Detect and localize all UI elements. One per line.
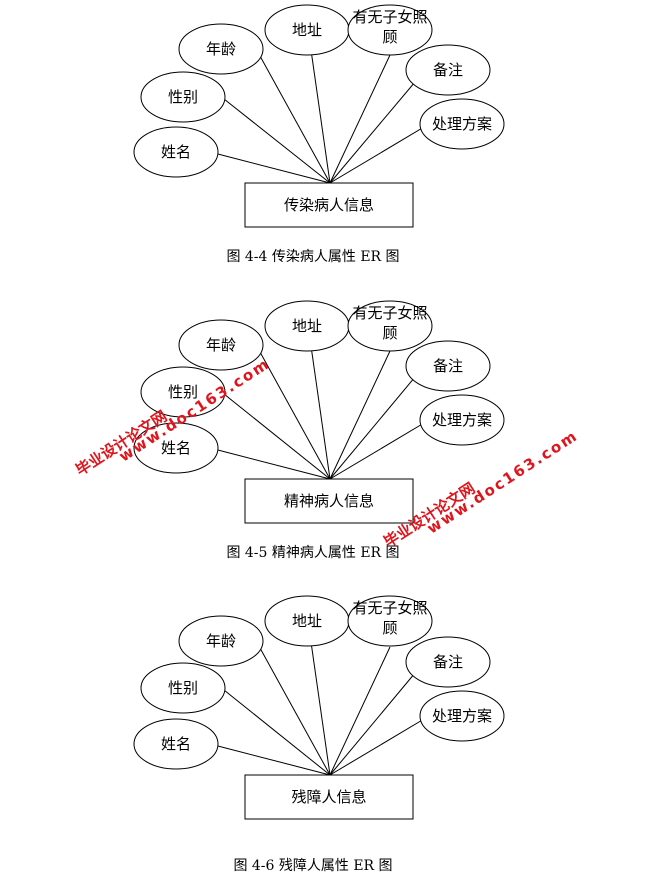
attribute-plan-ellipse xyxy=(419,394,505,446)
attribute-name: 姓名 xyxy=(161,735,191,753)
attribute-children-care-line2: 顾 xyxy=(382,619,397,637)
er-diagram-infectious: 姓名 性别 年龄 地址 有无子女照 顾 备注 处理方案 传染病人信息 图 4-4… xyxy=(133,4,505,265)
attribute-gender-ellipse xyxy=(140,366,226,418)
entity-box xyxy=(244,182,414,228)
attribute-children-care-line2: 顾 xyxy=(382,28,397,46)
attribute-age-ellipse xyxy=(178,319,264,371)
er-diagram-mental: 姓名 性别 年龄 地址 有无子女照 顾 备注 处理方案 精神病人信息 图 4-5… xyxy=(133,300,505,561)
attribute-address: 地址 xyxy=(292,21,322,39)
attribute-gender: 性别 xyxy=(168,383,198,401)
attribute-age: 年龄 xyxy=(206,632,236,650)
attribute-remarks-ellipse xyxy=(405,636,491,688)
attribute-age: 年龄 xyxy=(206,336,236,354)
attribute-remarks-ellipse xyxy=(405,340,491,392)
attribute-name-ellipse xyxy=(133,126,219,178)
attribute-address: 地址 xyxy=(292,317,322,335)
attribute-children-care-ellipse xyxy=(347,4,433,56)
attribute-plan: 处理方案 xyxy=(432,707,492,725)
attribute-remarks-ellipse xyxy=(405,44,491,96)
attribute-children-care-line2: 顾 xyxy=(382,324,397,342)
entity-label: 精神病人信息 xyxy=(284,492,374,510)
attribute-gender: 性别 xyxy=(168,88,198,106)
attribute-address: 地址 xyxy=(292,612,322,630)
attribute-age-ellipse xyxy=(178,615,264,667)
attribute-name-ellipse xyxy=(133,422,219,474)
attribute-children-care-ellipse xyxy=(347,595,433,647)
attribute-plan: 处理方案 xyxy=(432,411,492,429)
attribute-children-care-line1: 有无子女照 xyxy=(352,8,427,26)
entity-box xyxy=(244,478,414,524)
figure-caption: 图 4-4 传染病人属性 ER 图 xyxy=(226,249,399,265)
figure-caption: 图 4-6 残障人属性 ER 图 xyxy=(233,858,392,874)
attribute-remarks: 备注 xyxy=(433,653,463,671)
attribute-age: 年龄 xyxy=(206,40,236,58)
attribute-children-care-ellipse xyxy=(347,300,433,352)
attribute-remarks: 备注 xyxy=(433,61,463,79)
entity-box xyxy=(244,774,414,820)
attribute-gender: 性别 xyxy=(168,679,198,697)
attribute-plan-ellipse xyxy=(419,98,505,150)
attribute-children-care-line1: 有无子女照 xyxy=(352,599,427,617)
attribute-gender-ellipse xyxy=(140,662,226,714)
attribute-gender-ellipse xyxy=(140,71,226,123)
attribute-name: 姓名 xyxy=(161,439,191,457)
attribute-plan: 处理方案 xyxy=(432,115,492,133)
attribute-name: 姓名 xyxy=(161,143,191,161)
attribute-children-care-line1: 有无子女照 xyxy=(352,304,427,322)
attribute-name-ellipse xyxy=(133,718,219,770)
attribute-age-ellipse xyxy=(178,23,264,75)
entity-label: 传染病人信息 xyxy=(284,196,374,214)
er-diagram-disabled: 姓名 性别 年龄 地址 有无子女照 顾 备注 处理方案 残障人信息 图 4-6 … xyxy=(133,595,505,874)
attribute-remarks: 备注 xyxy=(433,357,463,375)
figure-caption: 图 4-5 精神病人属性 ER 图 xyxy=(226,545,399,561)
entity-label: 残障人信息 xyxy=(291,788,366,806)
attribute-plan-ellipse xyxy=(419,690,505,742)
